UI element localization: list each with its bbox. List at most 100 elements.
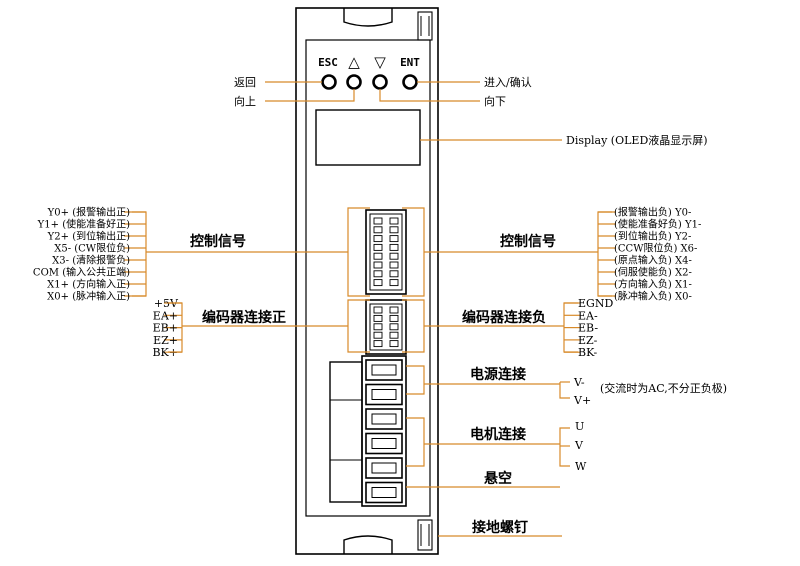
encoder-left-title: 编码器连接正 xyxy=(202,309,286,326)
power-title: 电源连接 xyxy=(470,366,526,383)
control-signal-right-item: (使能准备好负) Y1- xyxy=(614,218,701,231)
connector-pin xyxy=(373,252,383,260)
motor-pin-w: W xyxy=(575,460,587,473)
connector-pin xyxy=(373,270,383,278)
power-pin-vplus: V+ xyxy=(573,394,591,407)
control-signal-right-item: (脉冲输入负) X0- xyxy=(614,290,692,303)
terminal-screw xyxy=(371,413,397,425)
control-signal-left-item: COM (输入公共正端) xyxy=(33,266,130,279)
connector-pin xyxy=(389,252,399,260)
connector-pin xyxy=(389,261,399,269)
control-signal-right-item: (报警输出负) Y0- xyxy=(614,206,691,219)
control-signal-left-item: X5- (CW限位负) xyxy=(54,242,130,255)
connector-pin xyxy=(389,279,399,287)
connector-pin xyxy=(389,340,399,348)
ent-button[interactable] xyxy=(402,74,418,90)
up-button[interactable] xyxy=(346,74,362,90)
connector-pin xyxy=(389,331,399,339)
display-label: Display (OLED液晶显示屏) xyxy=(566,133,708,147)
down-label: 向下 xyxy=(484,94,506,108)
motor-pin-u: U xyxy=(575,420,584,433)
connector-pin xyxy=(373,340,383,348)
encoder-left-pin: EA+ xyxy=(153,309,178,322)
encoder-right-pin: EA- xyxy=(578,309,598,322)
terminal-cell xyxy=(365,359,403,381)
control-signals-right: (报警输出负) Y0-(使能准备好负) Y1-(到位输出负) Y2-(CCW限位… xyxy=(598,206,701,303)
terminal-cell xyxy=(365,408,403,430)
down-button[interactable] xyxy=(372,74,388,90)
encoder-right-pin: EZ- xyxy=(578,334,598,347)
control-signal-right-item: (CCW限位负) X6- xyxy=(614,242,697,255)
connector-pin xyxy=(389,314,399,322)
encoder-connector xyxy=(365,299,407,355)
encoder-left-pin: +5V xyxy=(154,297,179,310)
up-button-label: △ xyxy=(348,53,360,71)
terminal-screw xyxy=(371,438,397,449)
esc-button-label: ESC xyxy=(318,56,338,69)
terminal-cell xyxy=(365,383,403,406)
connector-pin xyxy=(373,217,383,225)
control-signals-left: Y0+ (报警输出正)Y1+ (使能准备好正)Y2+ (到位输出正)X5- (C… xyxy=(33,206,146,303)
back-label: 返回 xyxy=(234,76,256,89)
connector-pin xyxy=(373,279,383,287)
encoder-right-title: 编码器连接负 xyxy=(462,309,546,326)
connector-pin xyxy=(373,261,383,269)
down-button-label: ▽ xyxy=(374,53,386,71)
control-signal-left-item: Y1+ (使能准备好正) xyxy=(37,218,130,231)
connector-pin xyxy=(389,306,399,314)
connector-pin xyxy=(389,243,399,251)
device-body xyxy=(295,7,439,555)
connector-pin xyxy=(389,270,399,278)
encoder-left-pin: BK+ xyxy=(152,346,178,359)
encoder-left-pin: EB+ xyxy=(153,322,178,335)
control-signal-left-item: X3- (清除报警负) xyxy=(52,254,130,267)
enter-label: 进入/确认 xyxy=(484,76,532,89)
connector-pin xyxy=(389,217,399,225)
control-signal-left-item: Y0+ (报警输出正) xyxy=(47,206,130,219)
control-signal-right-item: (原点输入负) X4- xyxy=(614,254,692,267)
connector-pin xyxy=(373,331,383,339)
esc-button[interactable] xyxy=(321,74,337,90)
control-signal-right-item: (方向输入负) X1- xyxy=(614,278,692,291)
terminal-cell xyxy=(365,481,403,504)
connector-pin xyxy=(389,323,399,331)
control-signal-left-item: Y2+ (到位输出正) xyxy=(47,230,130,243)
connector-pin xyxy=(373,323,383,331)
terminal-screw xyxy=(371,487,397,498)
connector-pin xyxy=(373,235,383,243)
connector-pin xyxy=(373,226,383,234)
floating-label: 悬空 xyxy=(483,470,512,487)
control-signal-right-item: (伺服使能负) X2- xyxy=(614,266,692,279)
terminal-screw xyxy=(371,364,397,376)
terminal-block xyxy=(329,355,407,507)
control-signal-right-item: (到位输出负) Y2- xyxy=(614,230,691,243)
button-leaders xyxy=(265,81,480,102)
button-row: ESC △ ▽ ENT xyxy=(318,53,420,90)
encoder-right-pin: EGND xyxy=(578,297,613,310)
ent-button-label: ENT xyxy=(400,56,420,69)
up-label: 向上 xyxy=(234,94,256,108)
control-signal-left-title: 控制信号 xyxy=(190,233,246,250)
connector-pin xyxy=(389,226,399,234)
control-signal-left-item: X1+ (方向输入正) xyxy=(47,278,130,291)
connector-pin xyxy=(373,243,383,251)
connector-pin xyxy=(389,235,399,243)
terminal-screw xyxy=(371,462,397,474)
encoder-right-pin: BK- xyxy=(578,346,598,359)
connector-pin xyxy=(373,306,383,314)
terminal-screw xyxy=(371,389,397,400)
connector-pin xyxy=(373,314,383,322)
ground-label: 接地螺钉 xyxy=(472,519,528,536)
control-signal-right-title: 控制信号 xyxy=(500,233,556,250)
control-signal-left-item: X0+ (脉冲输入正) xyxy=(47,290,130,303)
terminal-cell xyxy=(365,432,403,455)
encoder-left-pin: EZ+ xyxy=(153,334,178,347)
terminal-cell xyxy=(365,457,403,479)
power-note: (交流时为AC,不分正负极) xyxy=(600,381,727,395)
power-pin-vminus: V- xyxy=(573,376,585,389)
control-signal-connector xyxy=(365,209,407,295)
motor-pin-v: V xyxy=(574,439,584,452)
